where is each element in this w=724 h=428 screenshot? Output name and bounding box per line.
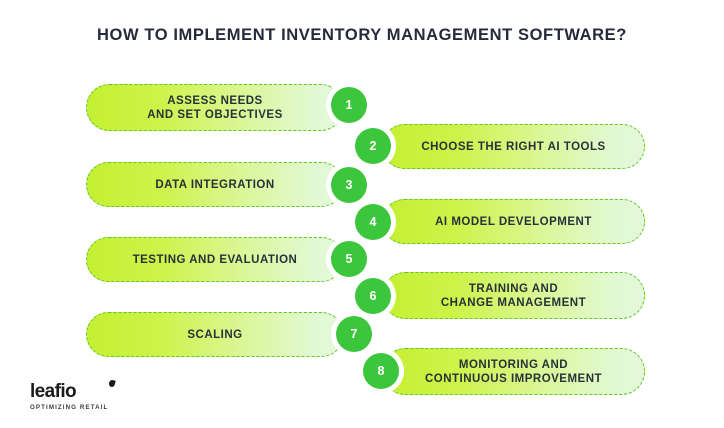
logo-tagline: OPTIMIZING RETAIL bbox=[30, 404, 109, 411]
step-number-badge-7[interactable]: 7 bbox=[331, 311, 377, 357]
step-number-2: 2 bbox=[369, 138, 377, 153]
step-number-1: 1 bbox=[345, 97, 353, 112]
step-label-7: SCALING bbox=[187, 328, 243, 341]
step-bar-3[interactable]: DATA INTEGRATION bbox=[86, 162, 344, 207]
step-bar-5[interactable]: TESTING AND EVALUATION bbox=[86, 237, 344, 282]
step-bar-4[interactable]: AI MODEL DEVELOPMENT bbox=[382, 199, 645, 244]
brand-logo: leafio OPTIMIZING RETAIL bbox=[30, 379, 117, 411]
step-number-badge-2[interactable]: 2 bbox=[350, 123, 396, 169]
step-number-circle-3: 3 bbox=[331, 167, 367, 203]
page-title: HOW TO IMPLEMENT INVENTORY MANAGEMENT SO… bbox=[97, 26, 627, 44]
step-label-1: ASSESS NEEDS AND SET OBJECTIVES bbox=[147, 94, 283, 121]
step-bar-1[interactable]: ASSESS NEEDS AND SET OBJECTIVES bbox=[86, 84, 344, 131]
step-label-2: CHOOSE THE RIGHT AI TOOLS bbox=[421, 140, 606, 153]
step-number-badge-8[interactable]: 8 bbox=[358, 348, 404, 394]
step-number-badge-3[interactable]: 3 bbox=[326, 162, 372, 208]
step-number-3: 3 bbox=[345, 177, 353, 192]
step-number-4: 4 bbox=[369, 214, 377, 229]
step-bar-2[interactable]: CHOOSE THE RIGHT AI TOOLS bbox=[382, 124, 645, 169]
step-number-circle-5: 5 bbox=[331, 241, 367, 277]
step-number-circle-7: 7 bbox=[336, 316, 372, 352]
step-label-3: DATA INTEGRATION bbox=[155, 178, 275, 191]
step-number-badge-4[interactable]: 4 bbox=[350, 199, 396, 245]
step-label-5: TESTING AND EVALUATION bbox=[132, 253, 298, 266]
leaf-icon bbox=[108, 379, 117, 388]
step-number-8: 8 bbox=[377, 363, 385, 378]
step-number-circle-8: 8 bbox=[363, 353, 399, 389]
step-number-circle-6: 6 bbox=[355, 278, 391, 314]
step-number-circle-2: 2 bbox=[355, 128, 391, 164]
step-number-5: 5 bbox=[345, 251, 353, 266]
step-bar-7[interactable]: SCALING bbox=[86, 312, 344, 357]
step-number-circle-4: 4 bbox=[355, 204, 391, 240]
step-label-8: MONITORING AND CONTINUOUS IMPROVEMENT bbox=[424, 358, 603, 385]
step-bar-8[interactable]: MONITORING AND CONTINUOUS IMPROVEMENT bbox=[382, 348, 645, 395]
step-bar-6[interactable]: TRAINING AND CHANGE MANAGEMENT bbox=[382, 272, 645, 319]
step-label-4: AI MODEL DEVELOPMENT bbox=[435, 215, 592, 228]
step-number-7: 7 bbox=[350, 326, 358, 341]
logo-wordmark: leafio bbox=[30, 381, 77, 402]
step-number-badge-1[interactable]: 1 bbox=[326, 82, 372, 128]
step-number-circle-1: 1 bbox=[331, 87, 367, 123]
step-label-6: TRAINING AND CHANGE MANAGEMENT bbox=[440, 282, 587, 309]
step-number-6: 6 bbox=[369, 288, 377, 303]
